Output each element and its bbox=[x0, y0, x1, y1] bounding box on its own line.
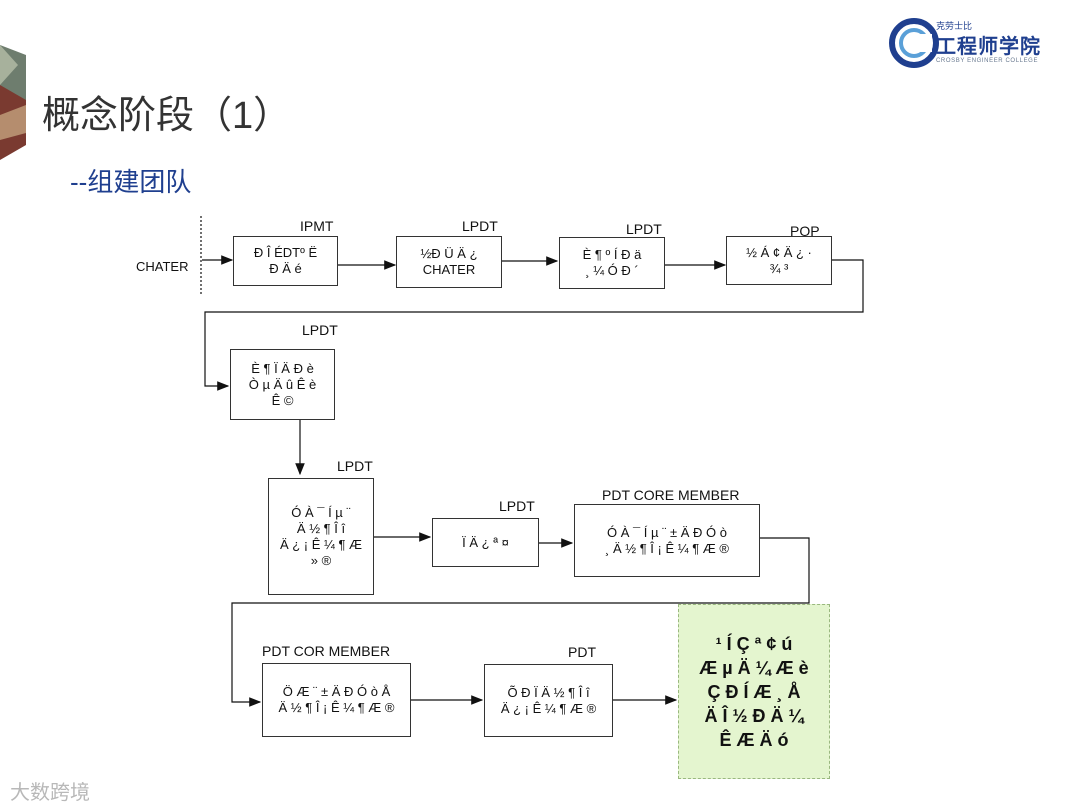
node-10-box: Õ Ð Ï Ä ½ ¶ Î î Ä ¿ ¡ Ê ¼ ¶ Æ ® bbox=[484, 664, 613, 737]
node-6-label: LPDT bbox=[337, 458, 373, 474]
node-2-label: LPDT bbox=[462, 218, 498, 234]
logo-small-text: 克劳士比 bbox=[936, 21, 973, 31]
node-7-label: LPDT bbox=[499, 498, 535, 514]
corner-decoration bbox=[0, 45, 26, 160]
node-8-box: Ó À ¯ Í µ ¨ ± Ä Ð Ó ò ¸ Ä ½ ¶ Î ¡ Ê ¼ ¶ … bbox=[574, 504, 760, 577]
node-9-box: Ö Æ ¨ ± Ä Ð Ó ò Å Ä ½ ¶ Î ¡ Ê ¼ ¶ Æ ® bbox=[262, 663, 411, 737]
logo-main-text: 工程师学院 bbox=[936, 36, 1041, 58]
node-5-box: È ¶ Ï Ä Ð è Ò µ Ä û Ê è Ê © bbox=[230, 349, 335, 420]
node-10-label: PDT bbox=[568, 644, 596, 660]
node-8-label: PDT CORE MEMBER bbox=[602, 487, 740, 503]
node-6-box: Ó À ¯ Í µ ¨ Ä ½ ¶ Î î Ä ¿ ¡ Ê ¼ ¶ Æ » ® bbox=[268, 478, 374, 595]
node-11-box: ¹ Í Ç ª ¢ ú Æ µ Ä ¼ Æ è Ç Ð Í Æ ¸ Å Ä Î … bbox=[678, 604, 830, 779]
node-5-label: LPDT bbox=[302, 322, 338, 338]
watermark-text: 大数跨境 bbox=[10, 782, 90, 804]
node-2-box: ½Ð Ü Ä ¿ CHATER bbox=[396, 236, 502, 288]
node-4-label: POP bbox=[790, 223, 820, 239]
start-label: CHATER bbox=[136, 259, 189, 274]
node-9-label: PDT COR MEMBER bbox=[262, 643, 391, 659]
page-title: 概念阶段（1） bbox=[42, 95, 292, 137]
crosby-logo-icon bbox=[889, 18, 939, 68]
node-3-label: LPDT bbox=[626, 221, 662, 237]
node-7-box: Ï Ä ¿ ª ¤ bbox=[432, 518, 539, 567]
node-1-box: Ð Î ÉDTº Ë Ð Ä é bbox=[233, 236, 338, 286]
logo-sub-text: CROSBY ENGINEER COLLEGE bbox=[936, 58, 1039, 64]
node-1-label: IPMT bbox=[300, 218, 334, 234]
node-3-box: È ¶ º Í Ð ä ¸ ¼ Ó Ð ´ bbox=[559, 237, 665, 289]
node-4-box: ½ Á ¢ Ä ¿ · ¾ ³ bbox=[726, 236, 832, 285]
page-subtitle: --组建团队 bbox=[70, 167, 192, 197]
